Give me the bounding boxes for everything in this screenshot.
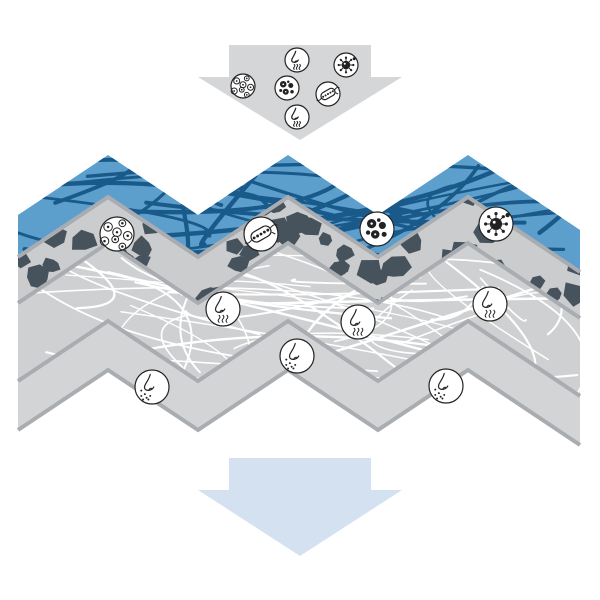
smell-icon — [472, 286, 508, 322]
germ-icon — [478, 206, 514, 242]
carbon-granule — [27, 264, 49, 290]
carbon-granule — [227, 256, 250, 273]
smell-icon — [340, 304, 376, 340]
carbon-granule — [72, 229, 98, 250]
dust-particle-icon — [359, 211, 395, 247]
carbon-granule — [547, 197, 563, 209]
fiber-strand — [18, 155, 59, 170]
fine-particle-icon — [134, 369, 170, 405]
bacteria-icon — [315, 81, 341, 107]
fiber-strand — [18, 286, 447, 319]
smell-icon — [284, 47, 310, 73]
fiber-strand — [236, 270, 422, 390]
virus-cluster-icon — [99, 216, 135, 252]
outflow-arrow — [198, 458, 402, 556]
fiber-strand — [160, 314, 186, 368]
bacteria-icon — [243, 216, 279, 252]
carbon-granule — [336, 244, 355, 263]
fine-particle-icon — [428, 368, 464, 404]
carbon-granule — [563, 282, 580, 307]
base-layer — [18, 321, 580, 445]
carbon-granule — [294, 216, 322, 236]
germ-icon — [333, 52, 359, 78]
carbon-granule — [131, 235, 152, 258]
carbon-granule — [356, 260, 382, 284]
carbon-granule — [42, 257, 61, 272]
carbon-granule — [226, 238, 245, 255]
fine-particle-icon — [279, 338, 315, 374]
carbon-granule — [276, 226, 301, 246]
fiber-strand — [198, 173, 258, 248]
virus-cluster-icon — [230, 73, 256, 99]
smell-icon — [205, 291, 241, 327]
carbon-granule — [18, 251, 32, 269]
carbon-granule — [318, 232, 333, 246]
carbon-granule — [380, 256, 412, 277]
smell-icon — [284, 104, 310, 130]
fiber-strand — [479, 268, 580, 396]
dust-particle-icon — [274, 75, 300, 101]
